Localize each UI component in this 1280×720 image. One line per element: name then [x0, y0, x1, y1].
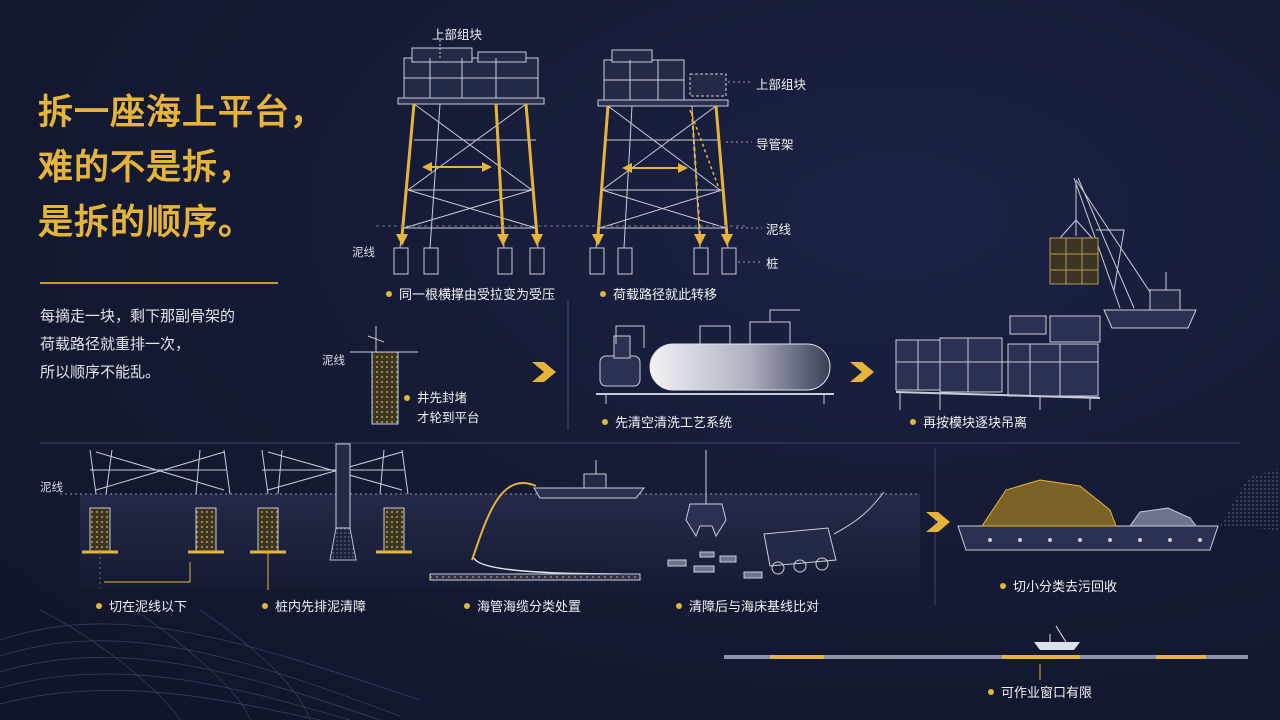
label-jacket: 导管架 [756, 137, 794, 152]
label-topsides-right: 上部组块 [756, 77, 807, 92]
topsides-modules [895, 315, 1101, 410]
caption-well-line-1: 井先封堵 [417, 390, 468, 405]
weather-window [724, 625, 1248, 680]
caption-well-line-2: 才轮到平台 [417, 410, 480, 425]
platform-intact-loadpath [396, 103, 543, 246]
bullet-dot-icon [386, 290, 392, 297]
caption-window-text: 可作业窗口有限 [1001, 686, 1093, 701]
headline: 拆一座海上平台， 难的不是拆， 是拆的顺序。 [38, 86, 326, 251]
bullet-dot-icon [464, 602, 470, 609]
caption-brace-text: 同一根横撑由受拉变为受压 [399, 288, 556, 303]
caption-loadpath-text: 荷载路径就此转移 [613, 288, 718, 303]
process-system [596, 309, 834, 404]
caption-well: 井先封堵 才轮到平台 [404, 388, 480, 428]
bullet-dot-icon [262, 602, 268, 609]
caption-pipeline-text: 海管海缆分类处置 [477, 600, 582, 615]
chevron-right-icon [532, 362, 556, 382]
label-pile: 桩 [766, 256, 779, 271]
intro-line-3: 所以顺序不能乱。 [40, 363, 161, 381]
caption-modules: 再按模块逐块吊离 [910, 412, 1027, 431]
intro-line-2: 荷载路径就重排一次， [40, 335, 191, 353]
caption-pile-clean: 桩内先排泥清障 [262, 596, 366, 615]
platform-partial-loadpath [592, 105, 733, 246]
caption-recycle-text: 切小分类去污回收 [1013, 580, 1118, 595]
bullet-dot-icon [988, 688, 994, 695]
label-mudline-left: 泥线 [352, 245, 375, 259]
label-mudline-right: 泥线 [766, 222, 792, 237]
sea-wireframe-decoration [0, 599, 421, 720]
label-mudline-well: 泥线 [322, 353, 345, 367]
headline-line-3: 是拆的顺序。 [38, 203, 255, 243]
caption-loadpath: 荷载路径就此转移 [600, 284, 717, 303]
caption-process: 先清空清洗工艺系统 [602, 412, 732, 431]
grab-and-rov [667, 450, 885, 579]
crane-vessel [1049, 177, 1197, 329]
bullet-dot-icon [676, 602, 682, 609]
jacket-stub-middle [250, 443, 412, 590]
caption-seabed-text: 清障后与海床基线比对 [689, 600, 820, 615]
intro-text: 每摘走一块，剩下那副骨架的 荷载路径就重排一次， 所以顺序不能乱。 [40, 302, 235, 386]
bullet-dot-icon [1000, 582, 1006, 589]
platform-intact [393, 47, 545, 275]
caption-seabed: 清障后与海床基线比对 [676, 596, 819, 615]
well-plug [350, 326, 418, 425]
caption-cut-text: 切在泥线以下 [109, 600, 188, 615]
caption-cut: 切在泥线以下 [96, 596, 187, 615]
bullet-dot-icon [910, 418, 916, 425]
caption-window: 可作业窗口有限 [988, 682, 1092, 701]
intro-line-1: 每摘走一块，剩下那副骨架的 [40, 307, 236, 325]
caption-process-text: 先清空清洗工艺系统 [615, 416, 733, 431]
platform-partial [589, 49, 737, 275]
recycle-barge [957, 468, 1280, 551]
caption-pile-clean-text: 桩内先排泥清障 [275, 600, 367, 615]
label-mudline-bottom: 泥线 [40, 480, 63, 494]
headline-divider [40, 282, 278, 284]
chevron-right-icon [926, 512, 950, 532]
caption-modules-text: 再按模块逐块吊离 [923, 416, 1028, 431]
bullet-dot-icon [600, 290, 606, 297]
caption-recycle: 切小分类去污回收 [1000, 576, 1117, 595]
caption-brace: 同一根横撑由受拉变为受压 [386, 284, 555, 303]
bullet-dot-icon [404, 395, 410, 401]
chevron-right-icon [850, 362, 874, 382]
label-topsides-top: 上部组块 [432, 27, 483, 42]
pipeline-vessel [429, 460, 646, 581]
headline-line-2: 难的不是拆， [38, 148, 255, 188]
headline-line-1: 拆一座海上平台， [38, 93, 327, 133]
bullet-dot-icon [602, 418, 608, 425]
jacket-stub-left [82, 449, 231, 588]
leaders-right [726, 81, 762, 263]
bullet-dot-icon [96, 602, 102, 609]
caption-pipeline: 海管海缆分类处置 [464, 596, 581, 615]
